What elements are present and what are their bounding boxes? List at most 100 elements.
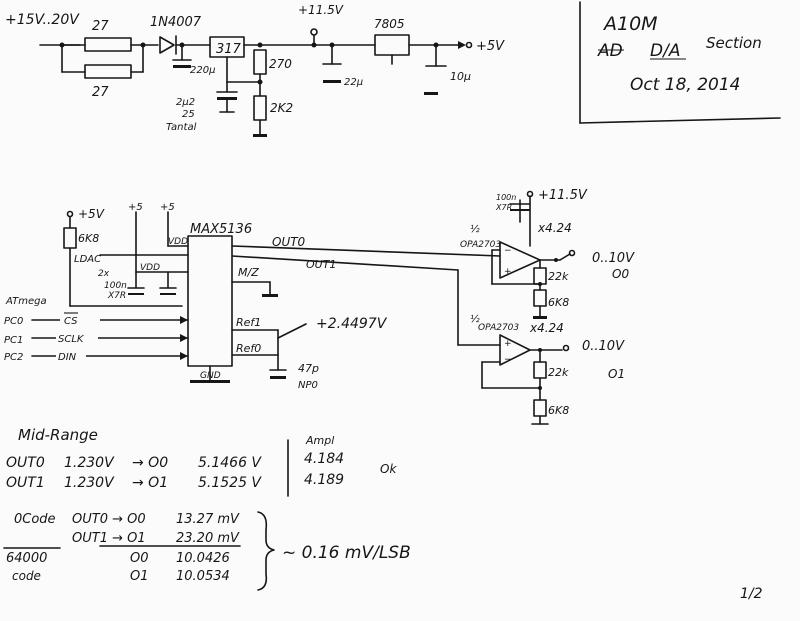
code-row3-label: code bbox=[12, 569, 41, 583]
vdd-pin-1: VDD bbox=[168, 237, 188, 247]
ldac-label: LDAC bbox=[74, 254, 101, 265]
resistor-6k8-b bbox=[533, 399, 547, 417]
resistor-270 bbox=[253, 49, 267, 75]
plus5-b: +5 bbox=[160, 202, 175, 213]
code-row2-label: 64000 bbox=[6, 551, 47, 566]
resistor-27-bottom bbox=[84, 64, 132, 79]
opamp-b-gain: x4.24 bbox=[529, 321, 564, 335]
title-ad: AD bbox=[597, 41, 623, 61]
code-row0-label: 0Code bbox=[14, 512, 56, 527]
row1-output: 5.1525 V bbox=[198, 475, 262, 491]
svg-text:+: + bbox=[504, 339, 512, 349]
dac-chip bbox=[187, 235, 233, 367]
code-row3-value: 10.0534 bbox=[176, 569, 230, 584]
opamp-a-type: OPA2703 bbox=[460, 240, 501, 250]
code-row3-path: O1 bbox=[130, 569, 149, 584]
cap-22u-label: 22µ bbox=[344, 77, 363, 88]
lsb-result: ~ 0.16 mV/LSB bbox=[282, 543, 411, 563]
brace bbox=[257, 511, 275, 591]
reg7805-label: 7805 bbox=[374, 17, 405, 31]
opamp-cap-x7r: X7R bbox=[495, 203, 512, 212]
cs-label: CS bbox=[64, 316, 78, 327]
pc0-label: PC0 bbox=[4, 316, 23, 327]
code-row2-value: 10.0426 bbox=[176, 551, 230, 566]
din-label: DIN bbox=[58, 352, 77, 363]
row1-ampl: 4.189 bbox=[304, 472, 344, 488]
opamp-b-symbol bbox=[499, 334, 531, 366]
tantal-voltage: 25 bbox=[182, 109, 195, 120]
mid-range-heading: Mid-Range bbox=[18, 426, 98, 444]
svg-text:+: + bbox=[504, 267, 512, 277]
r-6k8-a-label: 6K8 bbox=[548, 296, 569, 309]
diode-symbol bbox=[159, 36, 175, 54]
power-input-label: +15V..20V bbox=[5, 12, 80, 28]
r-6k8-b-label: 6K8 bbox=[548, 404, 569, 417]
rail-test-point bbox=[310, 28, 318, 36]
r1-label: 27 bbox=[92, 19, 109, 34]
opamp-a-output: O0 bbox=[612, 267, 629, 281]
opamp-section: 100n X7R +11.5V ½ OPA2703 − + x4.24 0..1… bbox=[457, 188, 635, 425]
row1-input: 1.230V bbox=[64, 475, 115, 491]
page-number: 1/2 bbox=[740, 586, 763, 602]
r2-label: 27 bbox=[92, 85, 109, 100]
resistor-22k-a bbox=[533, 267, 547, 285]
ref1-label: Ref1 bbox=[236, 316, 261, 329]
tantal-type: Tantal bbox=[166, 122, 197, 133]
opamp-b-type: OPA2703 bbox=[478, 323, 519, 333]
power-supply: +15V..20V 27 27 1N4007 220µ 317 bbox=[5, 3, 505, 137]
cap-npo-label: NP0 bbox=[298, 380, 318, 391]
cap-10u-label: 10µ bbox=[450, 70, 471, 83]
ampl-label: Ampl bbox=[305, 434, 334, 447]
row0-channel: OUT0 bbox=[6, 455, 45, 471]
opamp-cap-100n: 100n bbox=[496, 193, 516, 202]
ref0-label: Ref0 bbox=[236, 342, 261, 355]
ref-voltage-label: +2.4497V bbox=[316, 316, 388, 332]
ok-label: Ok bbox=[380, 462, 397, 476]
row0-ampl: 4.184 bbox=[304, 451, 344, 467]
opamp-rail-label: +11.5V bbox=[538, 188, 588, 203]
resistor-6k8-pullup bbox=[63, 227, 77, 249]
opamp-a-gain: x4.24 bbox=[537, 221, 572, 235]
title-date: Oct 18, 2014 bbox=[630, 75, 741, 95]
opamp-b-half: ½ bbox=[470, 313, 480, 325]
code-row1-value: 23.20 mV bbox=[176, 531, 240, 546]
vdd-pin-2: VDD bbox=[140, 263, 160, 273]
regulator-7805 bbox=[374, 34, 410, 56]
mz-label: M/Z bbox=[238, 266, 259, 279]
title-line1: A10M bbox=[602, 13, 658, 35]
r-270-label: 270 bbox=[269, 57, 292, 71]
title-block: A10M AD D/A Section Oct 18, 2014 bbox=[579, 1, 781, 124]
svg-text:−: − bbox=[504, 355, 512, 365]
resistor-27-top bbox=[84, 37, 132, 52]
row0-target: → O0 bbox=[132, 455, 168, 471]
sclk-label: SCLK bbox=[58, 334, 85, 345]
supply-5v-label: +5V bbox=[78, 207, 105, 221]
svg-text:−: − bbox=[504, 246, 512, 256]
reg317-label: 317 bbox=[216, 42, 242, 57]
opamp-b-range: 0..10V bbox=[582, 339, 625, 354]
row0-output: 5.1466 V bbox=[198, 455, 262, 471]
r-2k2-label: 2K2 bbox=[270, 101, 293, 115]
rail-11v5-label: +11.5V bbox=[298, 3, 344, 17]
cap-220u-label: 220µ bbox=[190, 65, 215, 76]
cap-47p-label: 47p bbox=[298, 362, 319, 375]
opamp-a-range: 0..10V bbox=[592, 251, 635, 266]
row1-channel: OUT1 bbox=[6, 475, 45, 491]
cap-note-x7r: X7R bbox=[107, 291, 126, 301]
pc2-label: PC2 bbox=[4, 352, 23, 363]
resistor-6k8-a bbox=[533, 289, 547, 307]
r-22k-a-label: 22k bbox=[548, 270, 569, 283]
code-row1-path: OUT1 → O1 bbox=[72, 531, 146, 546]
code-row0-value: 13.27 mV bbox=[176, 512, 240, 527]
opamp-a-half: ½ bbox=[470, 223, 480, 235]
code-row0-path: OUT0 → O0 bbox=[72, 512, 146, 527]
measurement-notes: Mid-Range OUT0 1.230V → O0 5.1466 V OUT1… bbox=[3, 426, 763, 602]
title-section: Section bbox=[706, 34, 762, 52]
r-6k8-label: 6K8 bbox=[78, 232, 99, 245]
title-da: D/A bbox=[650, 41, 680, 61]
out-5v-label: +5V bbox=[476, 39, 505, 54]
out1-label: OUT1 bbox=[306, 258, 336, 271]
plus5-a: +5 bbox=[128, 202, 143, 213]
row1-target: → O1 bbox=[132, 475, 168, 491]
